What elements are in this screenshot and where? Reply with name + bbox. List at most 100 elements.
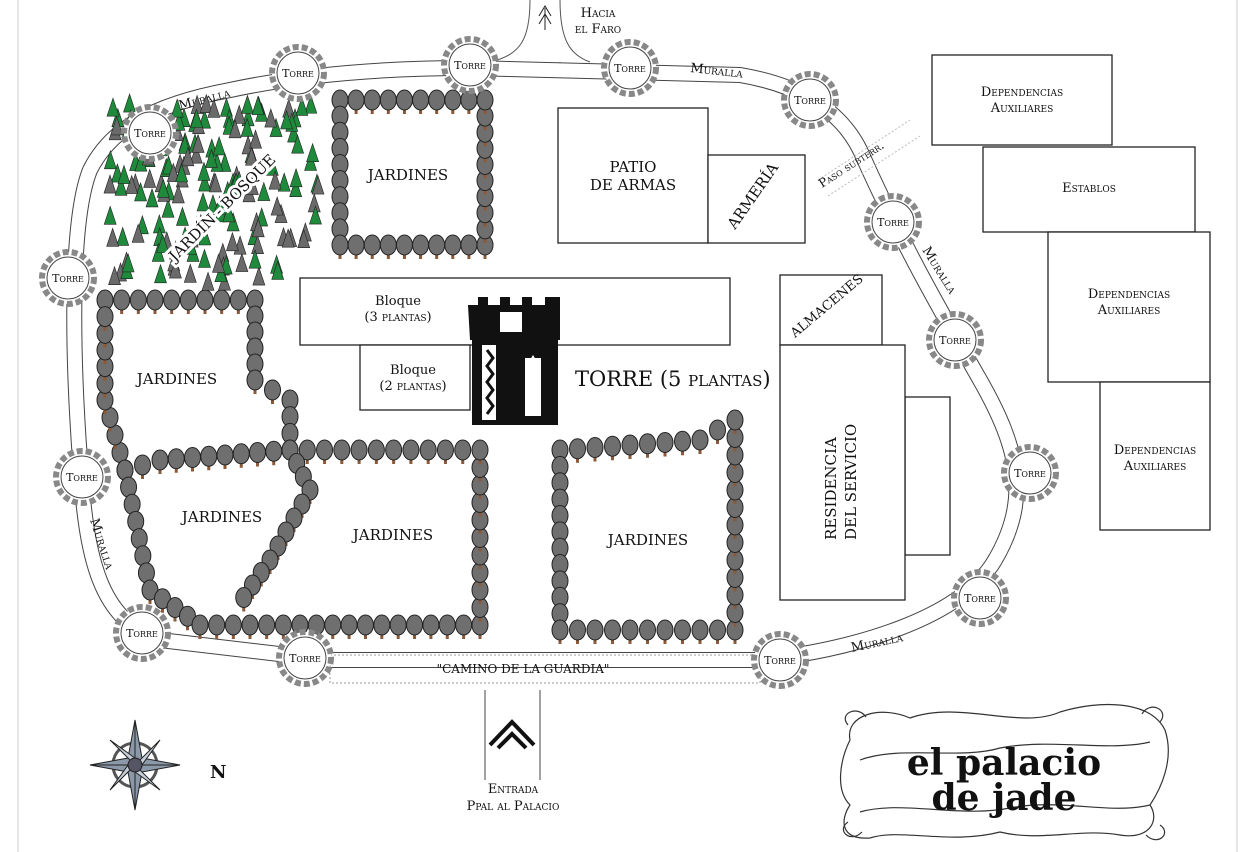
pine-tree-icon — [103, 174, 117, 194]
residence-label-1: RESIDENCIA — [822, 437, 840, 540]
pine-tree-icon — [241, 94, 254, 114]
tree-icon — [331, 234, 349, 259]
pine-tree-icon — [251, 95, 265, 115]
tree-icon — [471, 439, 489, 464]
tree-icon — [406, 614, 424, 639]
pine-tree-icon — [114, 176, 128, 196]
map-title-line2: de jade — [931, 777, 1076, 819]
tree-icon — [726, 619, 744, 644]
garden-label: JARDINES — [351, 526, 433, 544]
tree-icon — [200, 445, 218, 471]
tree-icon — [569, 619, 586, 644]
residence-annex — [904, 396, 951, 556]
pine-tree-icon — [125, 174, 139, 194]
pine-tree-icon — [181, 146, 195, 167]
pine-tree-icon — [134, 181, 147, 202]
pine-tree-icon — [245, 175, 259, 195]
pine-tree-icon — [304, 94, 318, 114]
wall-tower: Torre — [53, 448, 111, 506]
tree-icon — [356, 614, 374, 639]
pine-tree-icon — [201, 271, 215, 291]
pine-tree-icon — [154, 263, 167, 284]
tree-icon — [184, 447, 201, 472]
main-tower-label: TORRE (5 plantas) — [575, 367, 771, 391]
pine-tree-icon — [156, 178, 170, 198]
main-entrance — [484, 690, 541, 780]
tree-icon — [621, 434, 639, 459]
tree-icon — [385, 439, 403, 464]
entrance-label-2: Ppal al Palacio — [467, 799, 560, 814]
tree-icon — [586, 619, 604, 644]
tower-label: Torre — [1014, 467, 1046, 480]
tree-icon — [298, 439, 316, 464]
tower-label: Torre — [52, 272, 84, 285]
block-2-floors — [359, 344, 471, 411]
pine-tree-icon — [145, 188, 159, 208]
pine-tree-icon — [123, 93, 136, 113]
tree-icon — [163, 289, 181, 314]
tree-icon — [213, 289, 231, 314]
north-label: N — [210, 762, 226, 783]
tree-icon — [460, 234, 478, 259]
pine-tree-icon — [268, 170, 282, 190]
tree-icon — [235, 587, 253, 612]
tree-icon — [402, 439, 420, 464]
pine-tree-icon — [108, 265, 121, 286]
pine-tree-icon — [169, 259, 182, 279]
tree-icon — [258, 614, 276, 639]
tree-icon — [224, 614, 242, 639]
aux3-label-1: Dependencias — [1114, 443, 1196, 458]
pine-tree-icon — [209, 172, 222, 193]
tree-icon — [726, 409, 744, 434]
tree-icon — [232, 443, 250, 468]
pine-tree-icon — [291, 134, 305, 154]
wall-label: Muralla — [690, 61, 744, 81]
pine-tree-icon — [222, 203, 236, 223]
tree-icon — [316, 439, 334, 464]
wall-tower: Torre — [276, 629, 334, 687]
auxiliary-building-2 — [1047, 231, 1211, 383]
pine-tree-icon — [176, 206, 189, 226]
almacenes — [779, 274, 883, 346]
tree-icon — [324, 614, 342, 639]
tree-icon — [389, 614, 407, 639]
tree-icon — [726, 497, 744, 522]
pine-tree-icon — [306, 142, 320, 163]
tower-label: Torre — [614, 62, 646, 75]
tree-icon — [586, 437, 604, 462]
pine-tree-icon — [269, 117, 283, 137]
tree-icon — [709, 619, 726, 644]
block2-label-1: Bloque — [390, 363, 436, 378]
patio-de-armas — [557, 107, 709, 244]
garden-label: JARDINES — [180, 508, 262, 526]
pine-tree-icon — [251, 234, 265, 255]
tree-icon — [476, 170, 494, 195]
tree-icon — [726, 567, 744, 592]
wall-tower: Torre — [121, 104, 179, 162]
pine-tree-icon — [204, 148, 218, 168]
pine-tree-icon — [191, 133, 205, 153]
tree-icon — [444, 234, 462, 259]
tree-icon — [444, 89, 462, 114]
pine-tree-icon — [156, 233, 170, 253]
tree-icon — [379, 89, 397, 114]
tower-label: Torre — [282, 67, 314, 80]
tree-icon — [436, 439, 454, 464]
tree-icon — [438, 614, 456, 639]
tree-icon — [333, 439, 351, 464]
pine-tree-icon — [161, 198, 175, 218]
tree-icon — [373, 614, 391, 639]
pine-tree-icon — [183, 263, 197, 283]
tree-icon — [726, 584, 744, 609]
pine-tree-icon — [249, 129, 262, 149]
tower-label: Torre — [66, 471, 98, 484]
pine-tree-icon — [106, 97, 120, 117]
pine-tree-icon — [213, 195, 227, 215]
tower-label: Torre — [134, 127, 166, 140]
pine-tree-icon — [199, 93, 213, 113]
tree-icon — [674, 430, 691, 456]
pine-tree-icon — [103, 205, 117, 225]
tree-icon — [621, 619, 639, 644]
tree-icon — [395, 89, 413, 114]
pine-tree-icon — [116, 226, 130, 246]
